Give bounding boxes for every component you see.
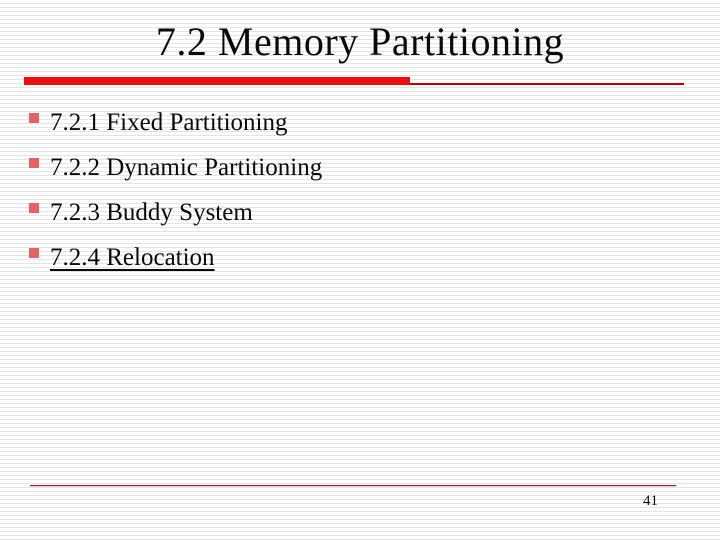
bullet-list: 7.2.1 Fixed Partitioning 7.2.2 Dynamic P… bbox=[29, 100, 322, 280]
bullet-label-dynamic-partitioning: 7.2.2 Dynamic Partitioning bbox=[50, 154, 323, 181]
list-item: 7.2.1 Fixed Partitioning bbox=[29, 100, 322, 145]
page-number: 41 bbox=[643, 493, 658, 509]
relocation-link[interactable]: 7.2.4 Relocation bbox=[50, 244, 215, 271]
slide-title: 7.2 Memory Partitioning bbox=[155, 19, 565, 64]
bullet-square-icon bbox=[29, 248, 39, 258]
list-item: 7.2.4 Relocation bbox=[29, 235, 322, 280]
footer-divider bbox=[30, 485, 676, 487]
bullet-square-icon bbox=[29, 113, 39, 123]
bullet-label-fixed-partitioning: 7.2.1 Fixed Partitioning bbox=[50, 109, 288, 136]
list-item: 7.2.3 Buddy System bbox=[29, 190, 322, 235]
title-accent-line bbox=[410, 83, 684, 85]
bullet-square-icon bbox=[29, 203, 39, 213]
list-item: 7.2.2 Dynamic Partitioning bbox=[29, 145, 322, 190]
bullet-label-buddy-system: 7.2.3 Buddy System bbox=[50, 199, 253, 226]
bullet-square-icon bbox=[29, 158, 39, 168]
title-accent-bar bbox=[24, 77, 410, 85]
